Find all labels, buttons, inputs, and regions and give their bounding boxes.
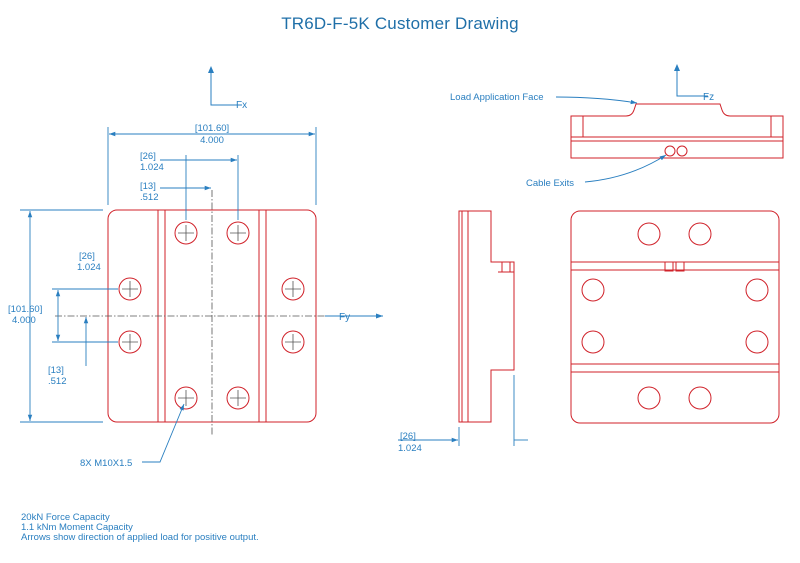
height-dimension-in: 4.000: [12, 315, 36, 326]
note-moment-capacity: 1.1 kNm Moment Capacity: [21, 522, 133, 533]
fx-label: Fx: [236, 100, 247, 111]
top-view-outline: [570, 103, 784, 159]
v-hole-half-mm: [13]: [48, 365, 64, 376]
height-dimension: [20, 209, 103, 423]
width-dimension: [107, 127, 317, 205]
v-hole-span-mm: [26]: [79, 251, 95, 262]
side-view: [458, 210, 515, 423]
v-hole-half-in: .512: [48, 376, 67, 387]
hole-half-in: .512: [140, 192, 159, 203]
v-hole-span-in: 1.024: [77, 262, 101, 273]
back-view-hole: [688, 386, 712, 410]
height-dimension-mm: [101.60]: [8, 304, 42, 315]
mounting-hole: [118, 277, 142, 301]
mounting-hole: [118, 330, 142, 354]
load-face-callout: Load Application Face: [450, 92, 543, 103]
back-view-hole: [745, 278, 769, 302]
hole-span-dimension: [160, 155, 239, 220]
thickness-dimension: [398, 375, 528, 446]
mounting-hole: [281, 330, 305, 354]
mounting-hole: [226, 221, 250, 245]
page-title: TR6D-F-5K Customer Drawing: [281, 14, 519, 33]
side-view-body: [468, 210, 515, 423]
back-view-connector: [675, 261, 685, 272]
hole-span-mm: [26]: [140, 151, 156, 162]
back-view-hole: [745, 330, 769, 354]
hole-span-in: 1.024: [140, 162, 164, 173]
fy-label: Fy: [339, 312, 350, 323]
top-view: [570, 103, 784, 159]
back-view-hole: [688, 222, 712, 246]
cable-exit-hole: [664, 145, 676, 157]
mounting-hole: [174, 386, 198, 410]
cable-exits-callout: Cable Exits: [526, 178, 574, 189]
mounting-hole: [226, 386, 250, 410]
back-view: [570, 210, 780, 424]
width-dimension-mm: [101.60]: [195, 123, 229, 134]
v-hole-span-dimension: [52, 288, 118, 343]
back-view-connector: [664, 261, 674, 272]
back-view-hole: [637, 386, 661, 410]
fz-label: Fz: [703, 92, 714, 103]
thread-callout-leader: [142, 403, 185, 463]
fz-axis-arrow: [674, 64, 708, 97]
side-view-connector: [501, 261, 511, 273]
thickness-in: 1.024: [398, 443, 422, 454]
thickness-mm: [26]: [400, 431, 416, 442]
back-plate-outline: [570, 210, 780, 424]
note-force-capacity: 20kN Force Capacity: [21, 512, 110, 523]
width-dimension-in: 4.000: [200, 135, 224, 146]
cable-exit-hole: [676, 145, 688, 157]
back-view-hole: [581, 278, 605, 302]
capacity-notes: 20kN Force Capacity 1.1 kNm Moment Capac…: [21, 513, 259, 543]
side-view-plate: [458, 210, 469, 423]
fx-axis-arrow: [208, 66, 242, 106]
cable-exits-leader: [584, 154, 667, 183]
hole-half-mm: [13]: [140, 181, 156, 192]
back-view-hole: [581, 330, 605, 354]
mounting-hole: [174, 221, 198, 245]
thread-callout: 8X M10X1.5: [80, 458, 132, 469]
mounting-hole: [281, 277, 305, 301]
center-lines: [55, 190, 325, 435]
note-arrow-direction: Arrows show direction of applied load fo…: [21, 532, 259, 543]
back-view-hole: [637, 222, 661, 246]
load-face-leader: [555, 96, 638, 105]
